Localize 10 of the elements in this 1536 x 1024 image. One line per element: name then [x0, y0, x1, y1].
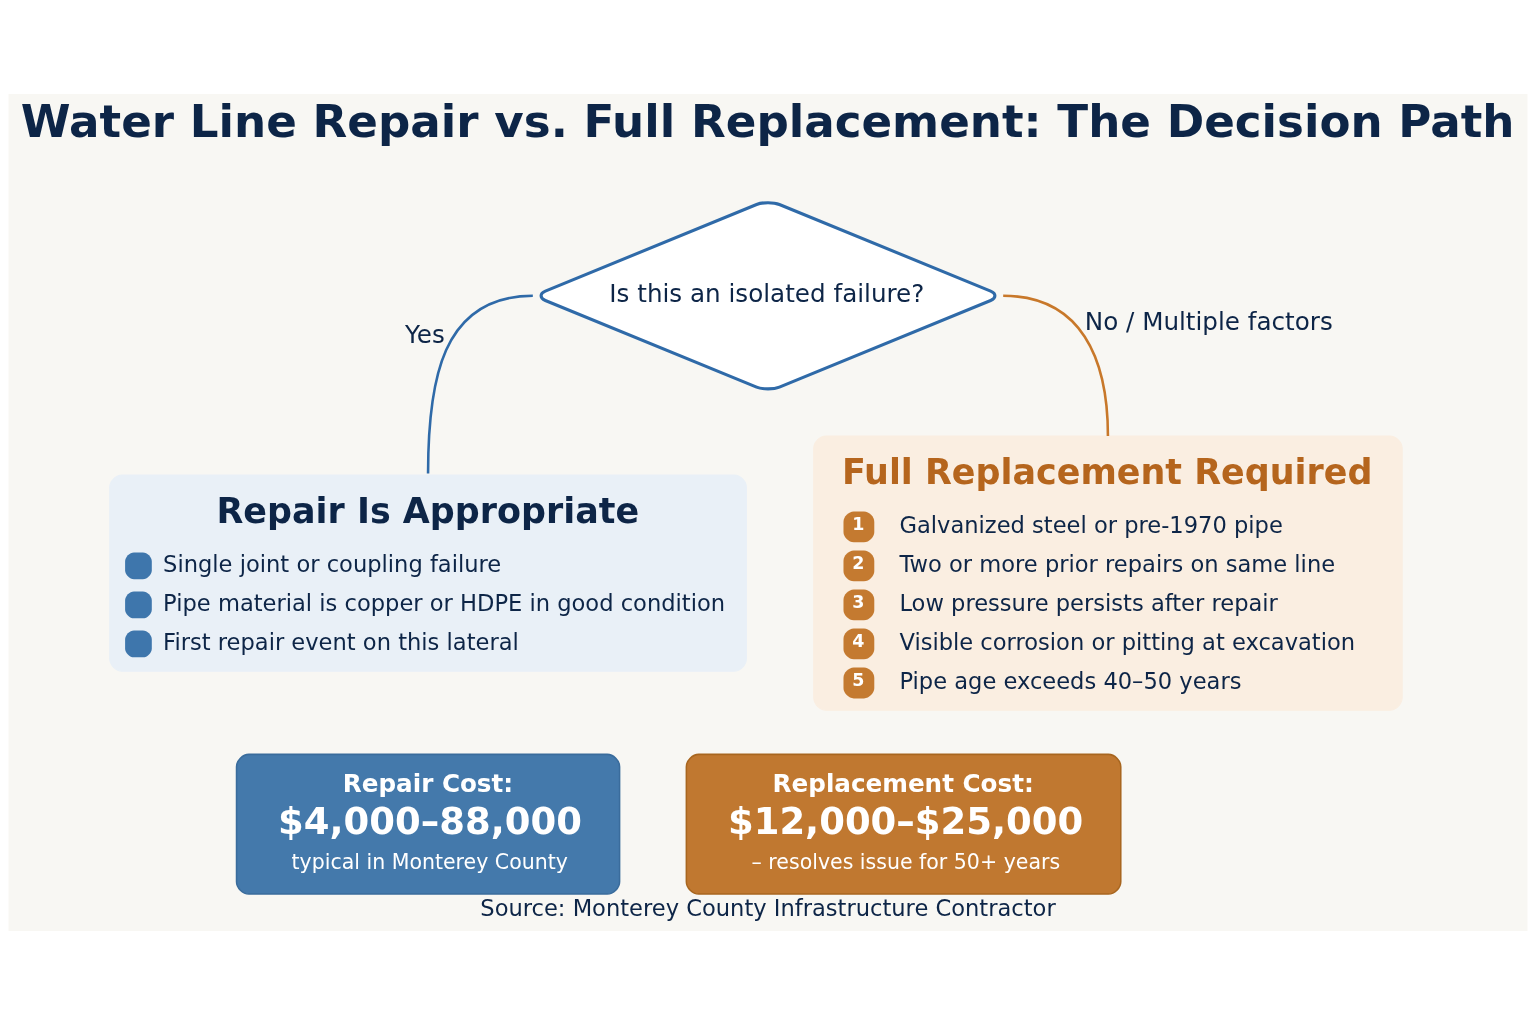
connector: [1003, 294, 1110, 436]
connector: [426, 294, 533, 473]
edge-label: No / Multiple factors: [1084, 306, 1333, 336]
node-box: Repair Is Appropriate Single joint or coupling failure Pipe material is copper or HDPE in good condition First repair event on this lateral: [109, 474, 747, 672]
diagram-title: Water Line Repair vs. Full Replacement: The Decision Path: [20, 94, 1515, 148]
node-box: Full Replacement Required 1 Galvanized steel or pre-1970 pipe 2 Two or more prior repairs on same line 3 Low pressure persists after repair 4 Visible corrosion or pitting at excavation 5 Pipe age exceeds 40–50 years: [813, 434, 1403, 711]
caption: Source: Monterey County Infrastructure Contractor: [480, 894, 1056, 921]
edge-label: Yes: [404, 319, 445, 349]
node-box: Repair Cost: $4,000–88,000 typical in Monterey County: [235, 753, 621, 895]
node-box: Replacement Cost: $12,000–$25,000 – resolves issue for 50+ years: [685, 753, 1122, 895]
